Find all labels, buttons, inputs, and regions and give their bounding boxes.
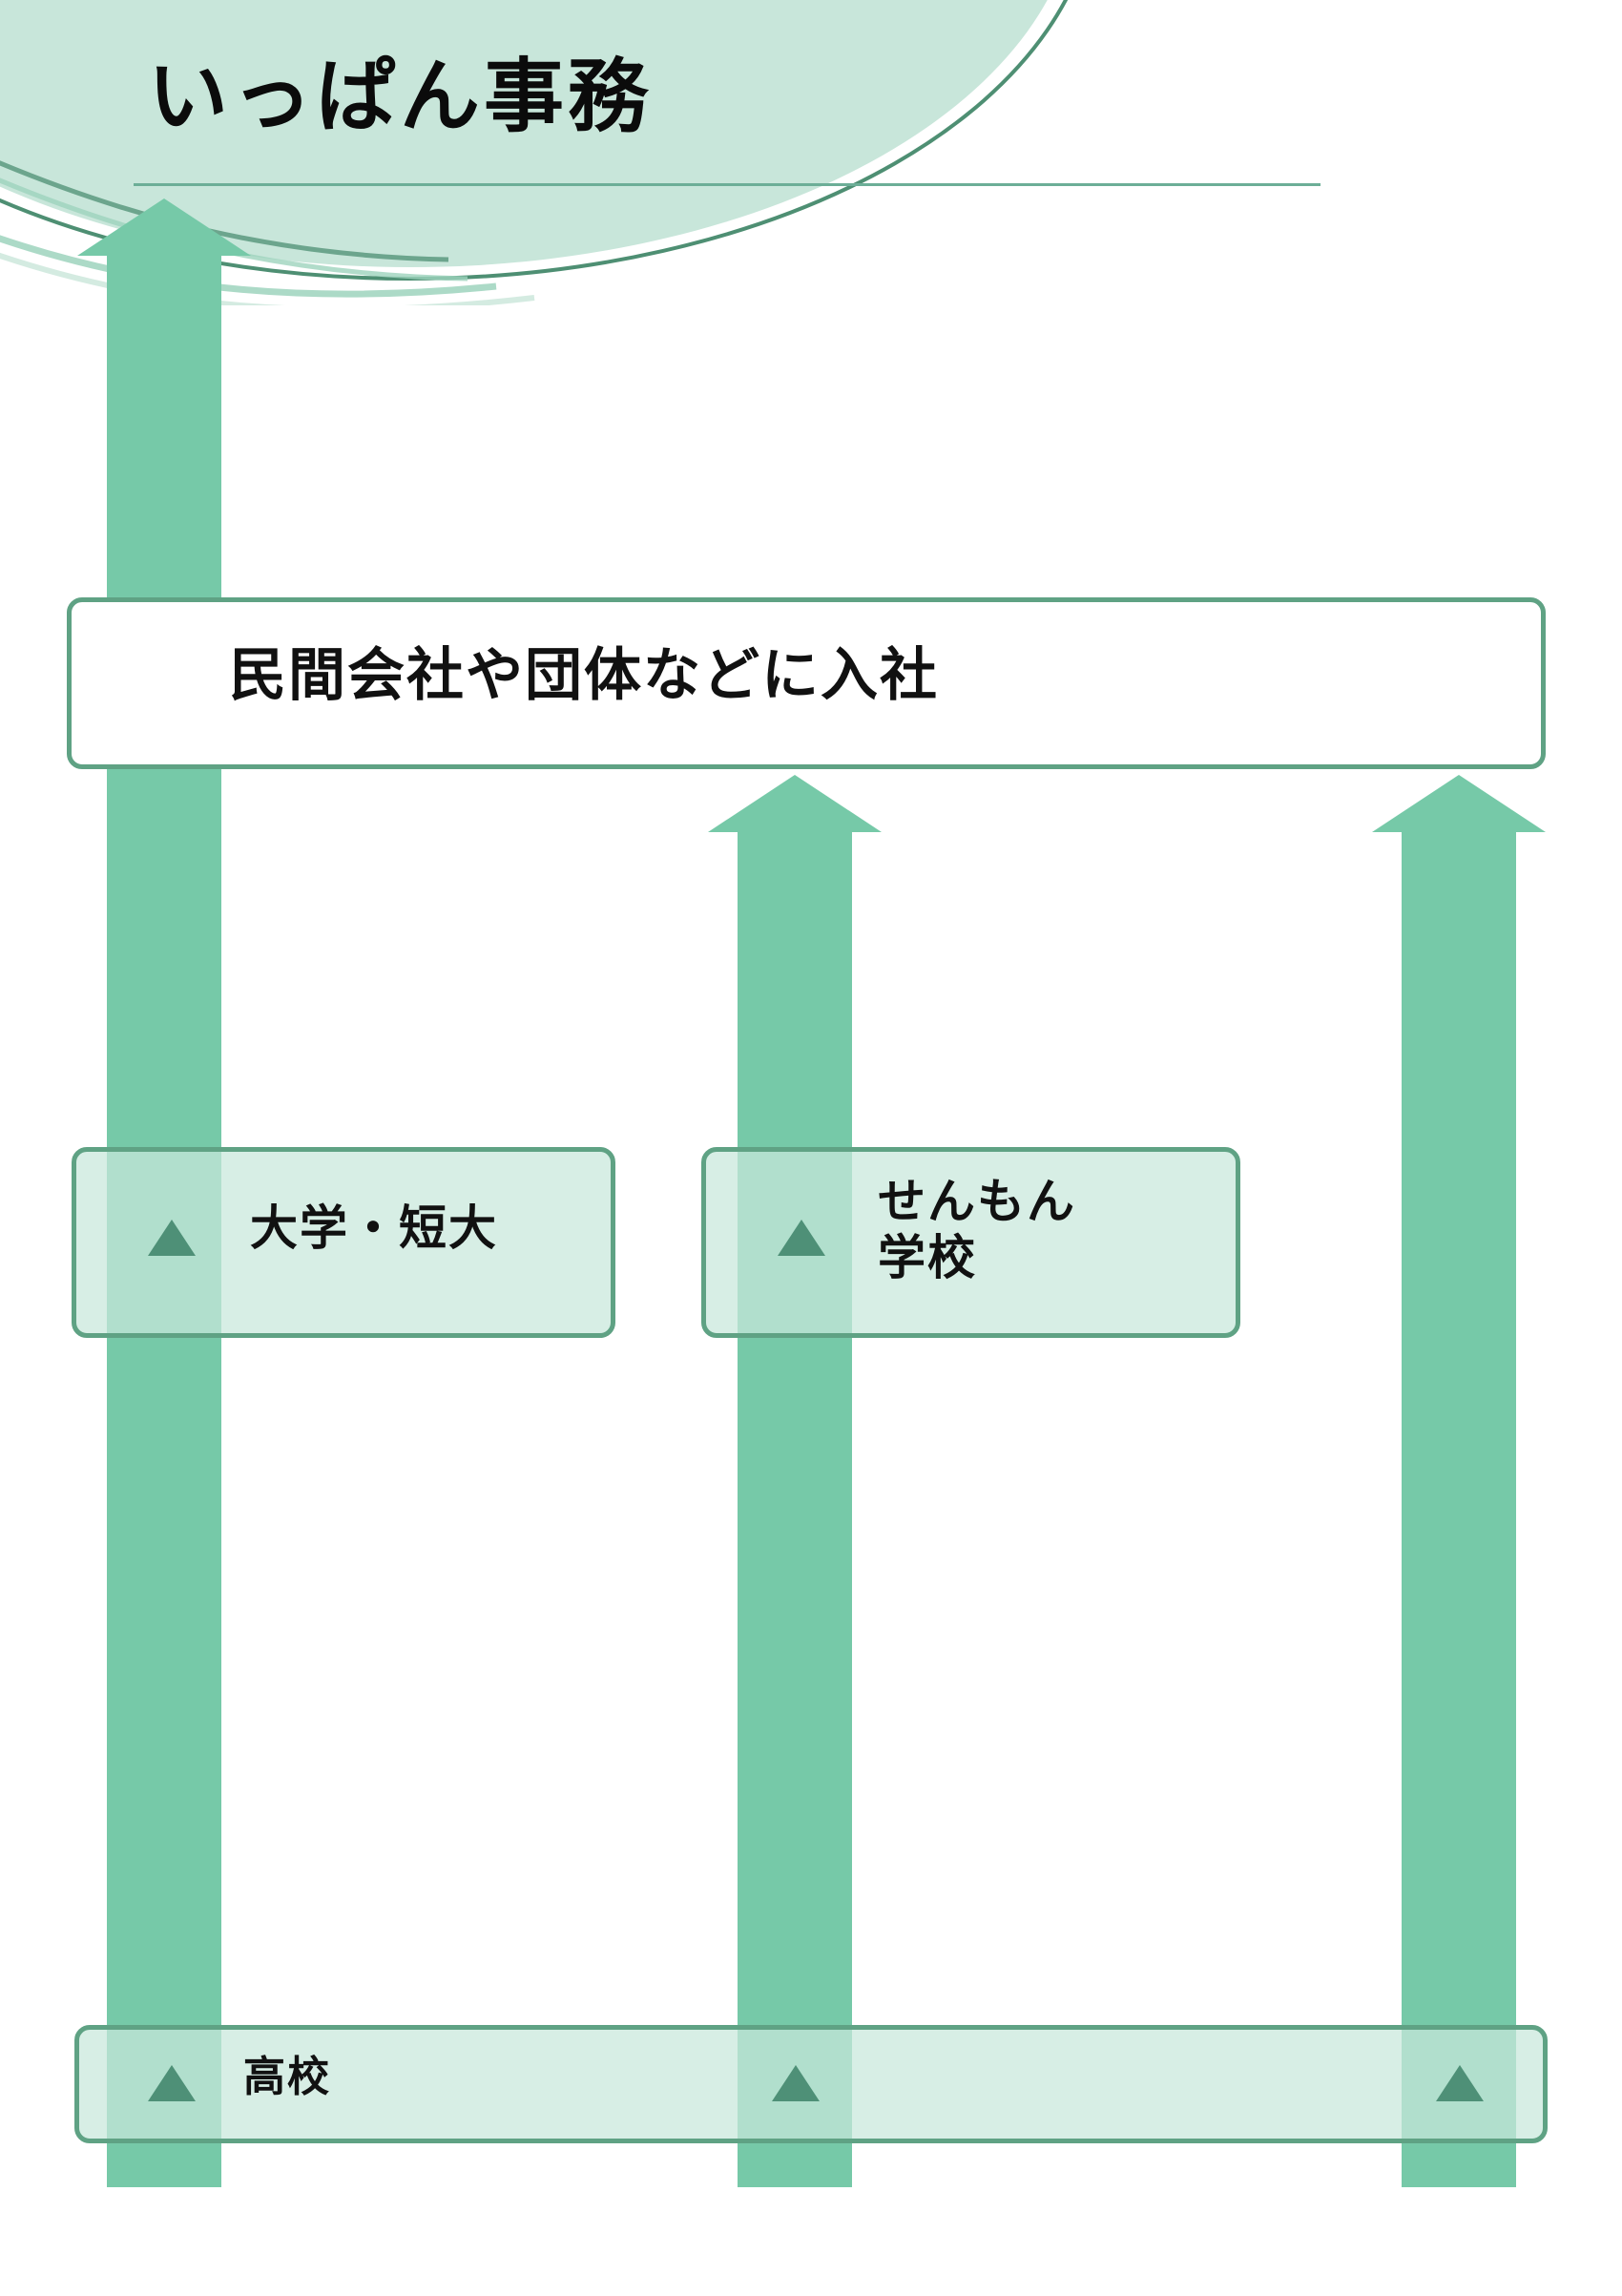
up-triangle-icon-senmon [778, 1220, 825, 1256]
bottom-bar-label: 高校 [243, 2054, 331, 2100]
arrow-head-icon [77, 198, 251, 256]
title-underline-rule [134, 183, 1320, 186]
arrow-head-icon [708, 775, 882, 832]
up-triangle-icon-daigaku [148, 1220, 196, 1256]
up-triangle-icon-koukou-mid [772, 2065, 820, 2101]
main-outcome-box[interactable] [67, 597, 1546, 769]
page-title: いっぱん事務 [148, 53, 653, 142]
up-triangle-icon-koukou-left [148, 2065, 196, 2101]
arrow-head-icon [1372, 775, 1546, 832]
arrow-shaft [738, 828, 852, 2187]
up-triangle-icon-koukou-right [1436, 2065, 1484, 2101]
arrow-shaft [1402, 828, 1516, 2187]
main-outcome-label: 民間会社や団体などに入社 [229, 643, 939, 707]
header-decoration [0, 0, 1068, 305]
mid-box-label-senmon: せんもん 学校 [878, 1175, 1076, 1284]
mid-box-label-daigaku: 大学・短大 [250, 1201, 498, 1255]
